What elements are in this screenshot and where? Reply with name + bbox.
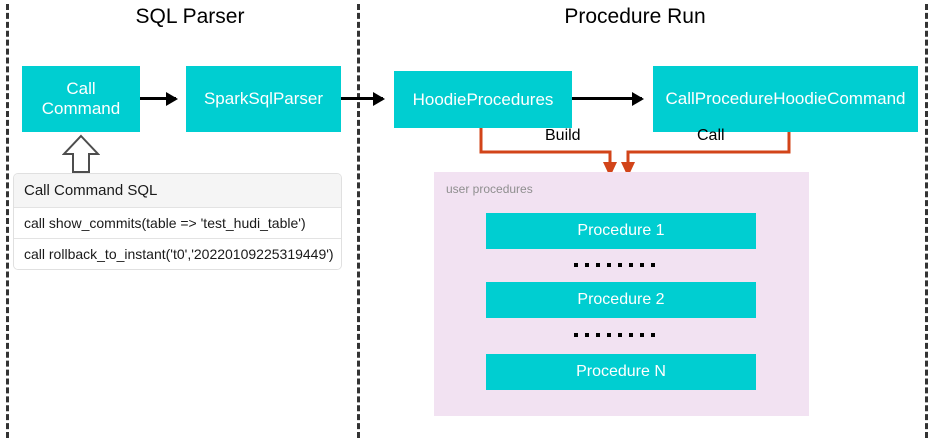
node-hoodie-procedures[interactable]: HoodieProcedures (394, 71, 572, 128)
procedure-item[interactable]: Procedure 2 (486, 282, 756, 318)
section-title-sql-parser: SQL Parser (135, 5, 245, 28)
ellipsis-dots (574, 260, 674, 270)
section-title-procedure-run: Procedure Run (564, 5, 706, 28)
ellipsis-dot (585, 263, 589, 267)
lane-divider-left (6, 4, 9, 438)
node-call-command[interactable]: Call Command (22, 66, 140, 132)
node-call-procedure-hoodie-command[interactable]: CallProcedureHoodieCommand (653, 66, 918, 132)
ellipsis-dot (618, 333, 622, 337)
flow-arrow-icon-hoodie-procedures-to-command (572, 97, 642, 100)
ellipsis-dot (629, 263, 633, 267)
ellipsis-dot (607, 263, 611, 267)
sql-table-row: call rollback_to_instant('t0','202201092… (14, 239, 341, 269)
ellipsis-dot (651, 333, 655, 337)
flow-arrow-icon-parser-to-hoodie-procedures (341, 97, 383, 100)
ellipsis-dot (640, 333, 644, 337)
procedure-item[interactable]: Procedure N (486, 354, 756, 390)
ellipsis-dot (585, 333, 589, 337)
lane-divider-middle (357, 4, 360, 438)
flow-arrow-icon-call-command-to-parser (140, 97, 176, 100)
sql-table-header: Call Command SQL (14, 174, 341, 208)
ellipsis-dot (596, 263, 600, 267)
procedure-item[interactable]: Procedure 1 (486, 213, 756, 249)
node-spark-sql-parser[interactable]: SparkSqlParser (186, 66, 341, 132)
ellipsis-dot (618, 263, 622, 267)
ellipsis-dot (596, 333, 600, 337)
ellipsis-dot (651, 263, 655, 267)
hollow-up-arrow-icon (62, 134, 100, 173)
call-command-sql-table: Call Command SQL call show_commits(table… (14, 174, 341, 269)
ellipsis-dot (607, 333, 611, 337)
user-procedures-panel: user procedures Procedure 1 Procedure 2 … (434, 172, 809, 416)
user-procedures-label: user procedures (446, 182, 533, 196)
edge-label-build: Build (545, 127, 581, 144)
ellipsis-dot (640, 263, 644, 267)
ellipsis-dot (574, 263, 578, 267)
lane-divider-right (925, 4, 928, 438)
edge-label-call: Call (697, 127, 725, 144)
ellipsis-dot (574, 333, 578, 337)
ellipsis-dot (629, 333, 633, 337)
ellipsis-dots (574, 330, 674, 340)
sql-table-row: call show_commits(table => 'test_hudi_ta… (14, 208, 341, 239)
